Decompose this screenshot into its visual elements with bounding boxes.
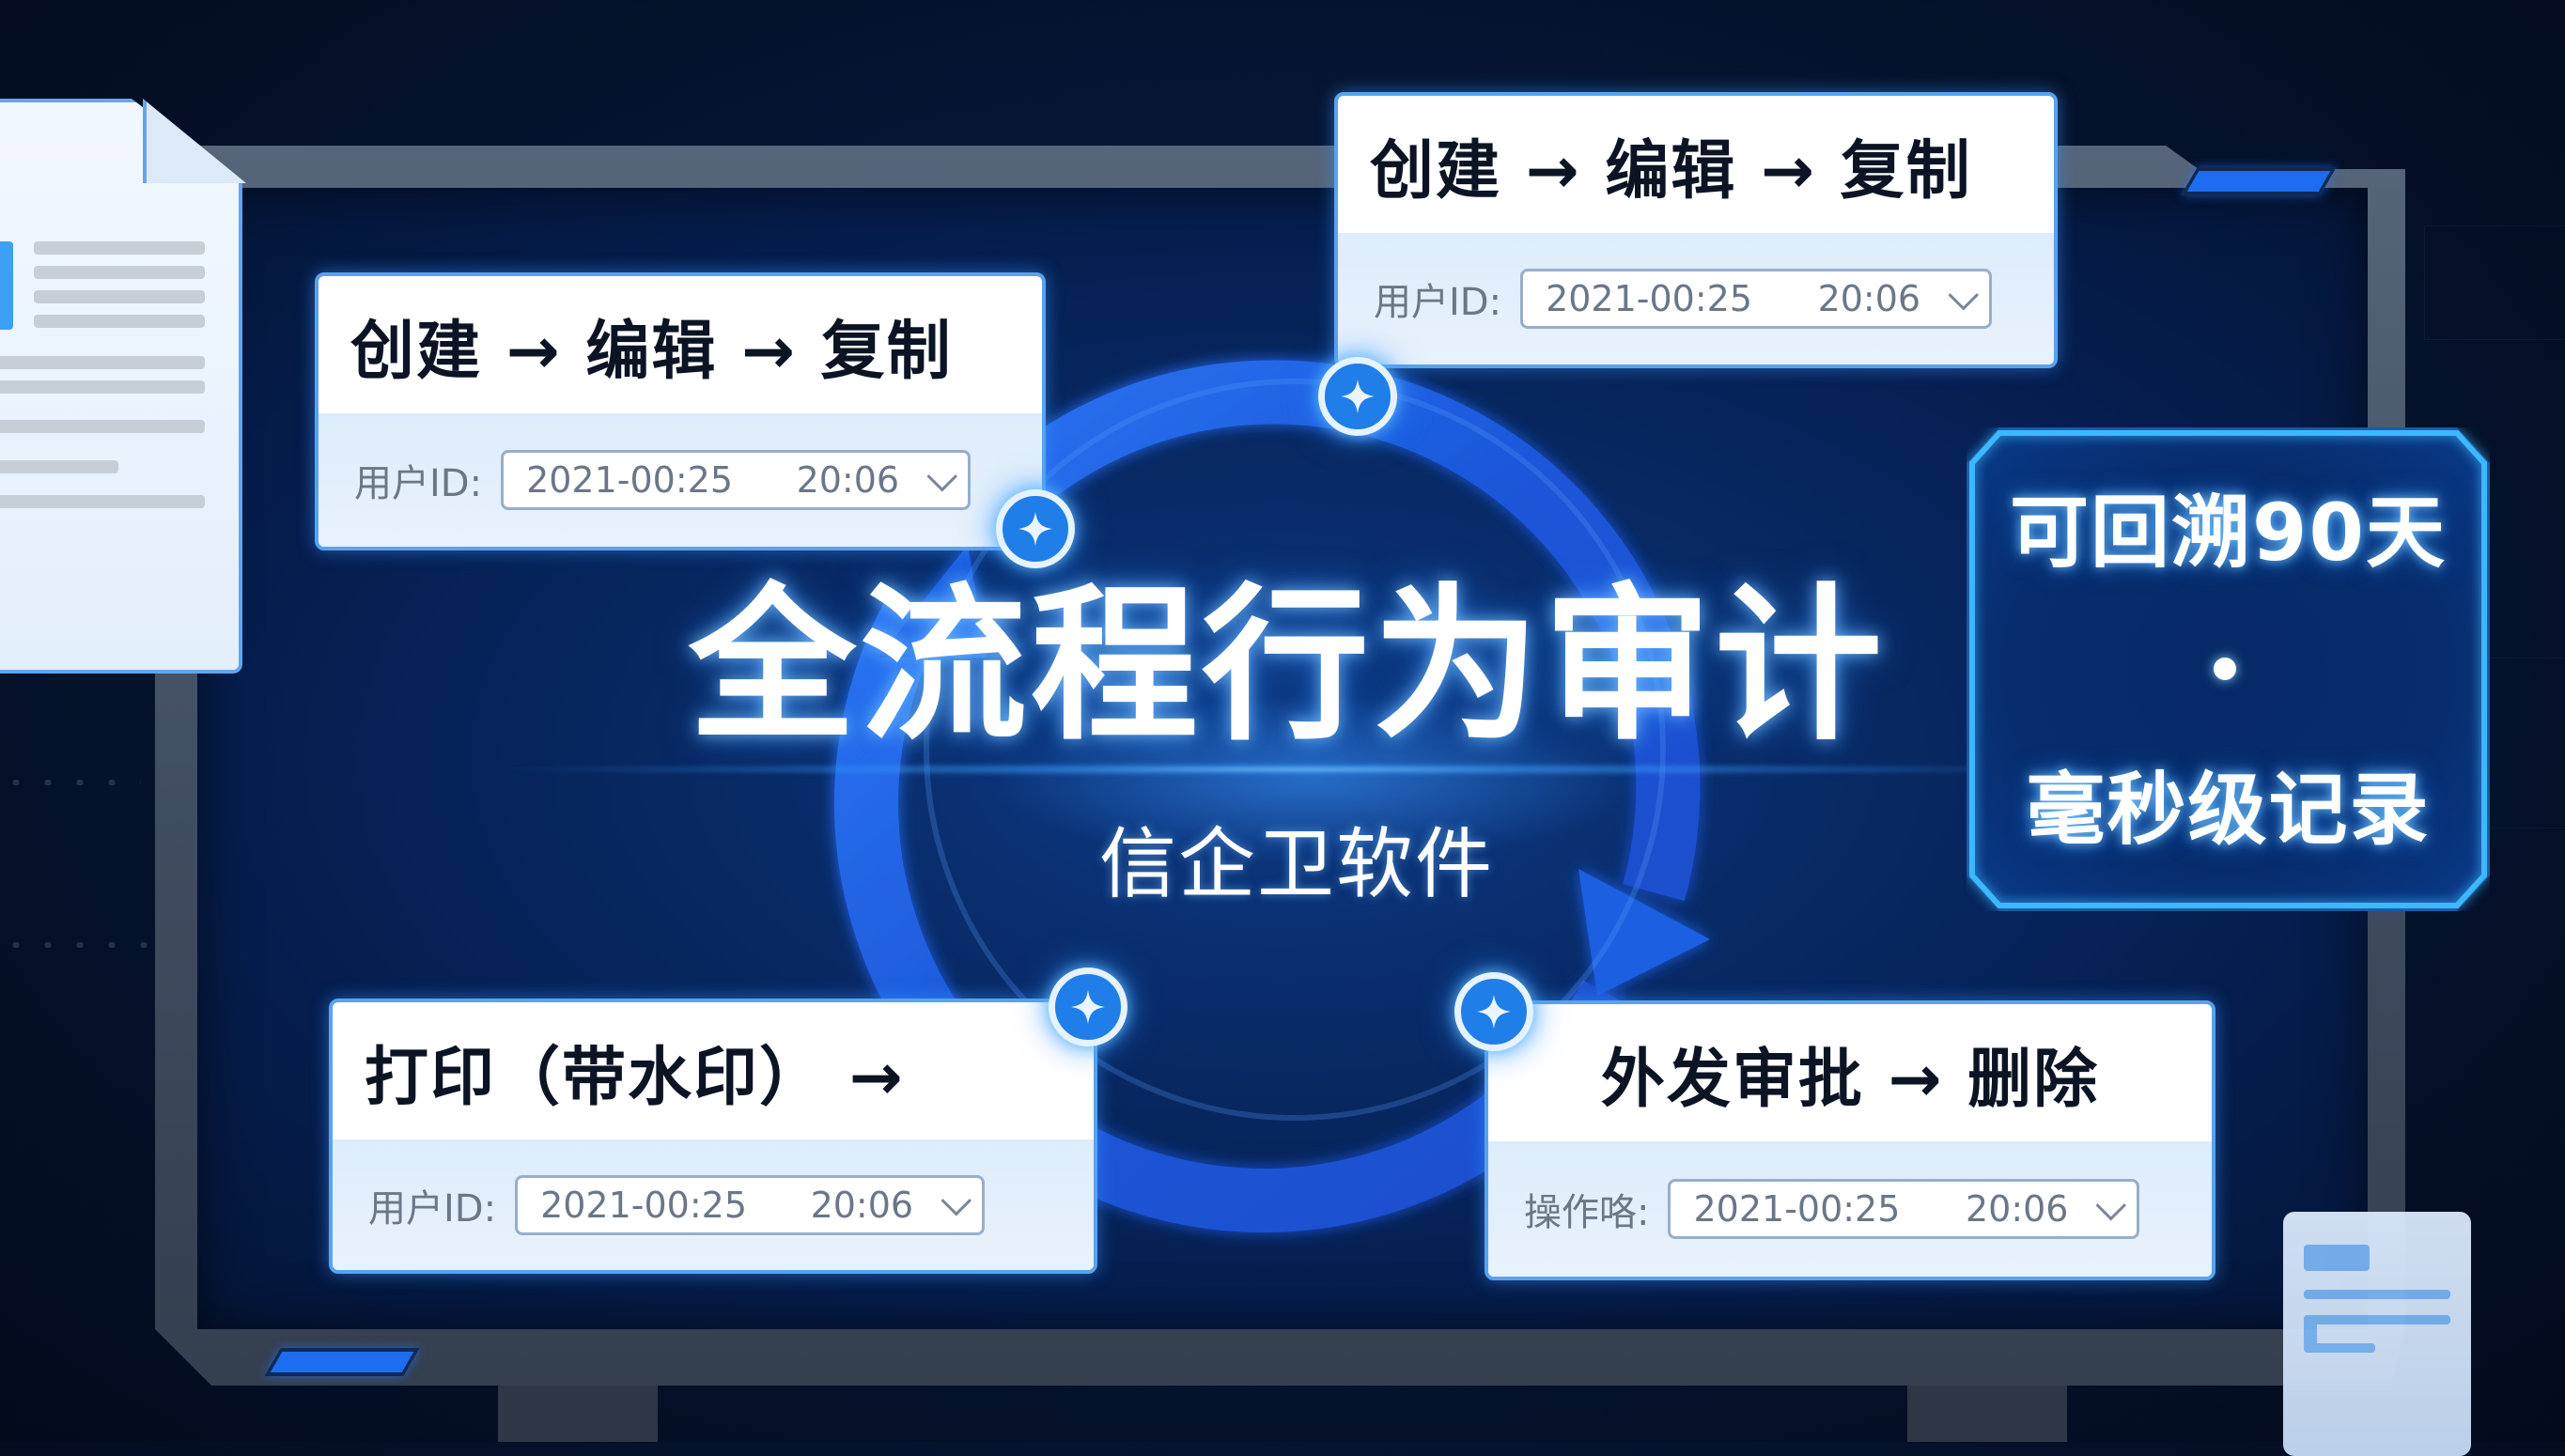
background-dots — [0, 942, 150, 948]
event-flow-title: 外发审批 → 删除 — [1600, 1042, 2100, 1117]
user-id-label: 用户ID: — [1374, 281, 1502, 324]
title-light-streak — [470, 763, 2123, 776]
background-grid — [2424, 225, 2565, 340]
timestamp-dropdown[interactable]: 2021-00:25 20:06 — [501, 450, 972, 510]
sparkle-star-icon — [1049, 968, 1127, 1046]
chevron-down-icon — [2095, 1189, 2127, 1221]
document-icon — [2283, 1212, 2471, 1456]
time-value: 20:06 — [1817, 278, 1921, 319]
monitor-stand — [1907, 1386, 2067, 1442]
timestamp-dropdown[interactable]: 2021-00:25 20:06 — [1520, 269, 1993, 329]
audit-event-card-top-right: 创建 → 编辑 → 复制 用户ID: 2021-00:25 20:06 — [1334, 92, 2058, 368]
monitor-stand — [498, 1386, 658, 1442]
chevron-down-icon — [926, 460, 958, 492]
date-value: 2021-00:25 — [1546, 278, 1753, 319]
audit-event-card-bottom-left: 打印（带水印） → 用户ID: 2021-00:25 20:06 — [329, 999, 1097, 1274]
event-flow-title: 创建 → 编辑 → 复制 — [1370, 133, 1972, 209]
document-fold-corner — [143, 99, 246, 183]
date-value: 2021-00:25 — [526, 459, 734, 501]
card-footer: 用户ID: 2021-00:25 20:06 — [319, 413, 1042, 547]
user-id-label: 用户ID: — [354, 462, 483, 505]
document-icon — [0, 99, 242, 674]
page-title: 全流程行为审计 — [689, 568, 1886, 763]
separator-dot — [2214, 658, 2236, 680]
date-value: 2021-00:25 — [540, 1184, 748, 1226]
date-value: 2021-00:25 — [1693, 1188, 1901, 1230]
audit-event-card-top-left: 创建 → 编辑 → 复制 用户ID: 2021-00:25 20:06 — [315, 272, 1046, 550]
badge-border — [1969, 430, 2487, 908]
operator-label: 操作咯: — [1524, 1191, 1650, 1234]
brand-name: 信企卫软件 — [1098, 820, 1494, 909]
event-flow-title: 创建 → 编辑 → 复制 — [350, 314, 953, 389]
chevron-down-icon — [940, 1185, 972, 1216]
card-footer: 用户ID: 2021-00:25 20:06 — [333, 1139, 1094, 1270]
time-value: 20:06 — [810, 1184, 914, 1226]
time-value: 20:06 — [1965, 1188, 2069, 1230]
card-footer: 用户ID: 2021-00:25 20:06 — [1338, 233, 2054, 364]
sparkle-star-icon — [1454, 972, 1533, 1051]
precision-text: 毫秒级记录 — [2026, 764, 2431, 856]
background-dots — [0, 780, 141, 785]
sparkle-star-icon — [996, 489, 1075, 568]
card-footer: 操作咯: 2021-00:25 20:06 — [1488, 1141, 2212, 1277]
chevron-down-icon — [1948, 279, 1980, 311]
time-value: 20:06 — [796, 459, 900, 501]
user-id-label: 用户ID: — [368, 1186, 497, 1231]
timestamp-dropdown[interactable]: 2021-00:25 20:06 — [1668, 1179, 2140, 1239]
frame-indicator-light — [264, 1348, 420, 1376]
sparkle-star-icon — [1318, 357, 1397, 436]
event-flow-title: 打印（带水印） → — [365, 1040, 905, 1115]
audit-event-card-bottom-right: 外发审批 → 删除 操作咯: 2021-00:25 20:06 — [1485, 1000, 2215, 1280]
retention-days-text: 可回溯90天 — [2010, 487, 2447, 579]
timestamp-dropdown[interactable]: 2021-00:25 20:06 — [515, 1174, 986, 1235]
frame-indicator-light — [2181, 167, 2337, 195]
